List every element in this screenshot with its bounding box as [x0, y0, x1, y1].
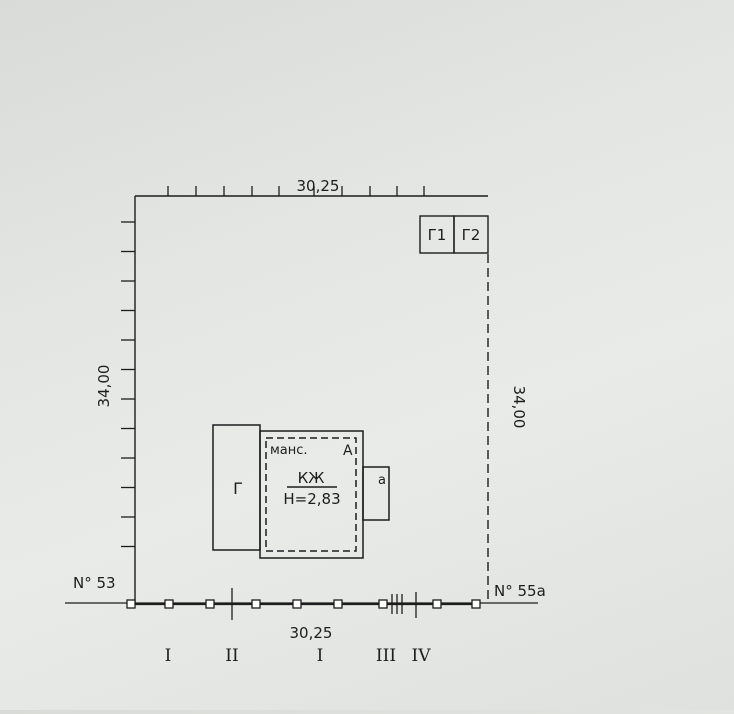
mansard-outline	[265, 437, 357, 552]
neighbor-right-label: N° 55а	[494, 582, 546, 600]
house-type-label: КЖ	[298, 469, 325, 487]
fence-segment-label: IV	[412, 646, 432, 666]
fence-marker	[292, 599, 302, 609]
porch-label: а	[378, 473, 386, 488]
house-height-label: Н=2,83	[283, 490, 340, 508]
outbuilding-g2-label: Г2	[462, 226, 481, 244]
fence-marker	[126, 599, 136, 609]
fence-segment-labels: I II I III IV	[165, 646, 432, 666]
outbuildings	[419, 215, 489, 254]
outbuilding-g1-label: Г1	[428, 226, 447, 244]
left-dimension-label: 34,00	[95, 365, 113, 408]
fence-marker	[164, 599, 174, 609]
plot-boundary	[134, 195, 489, 603]
top-ticks	[167, 186, 425, 196]
fence-posts	[231, 588, 417, 620]
fence-marker	[251, 599, 261, 609]
left-ticks	[121, 221, 135, 548]
fence-markers	[126, 599, 481, 609]
fence-marker	[432, 599, 442, 609]
outbuilding-g2	[453, 215, 489, 254]
top-dimension-label: 30,25	[297, 177, 340, 195]
fence-marker	[333, 599, 343, 609]
bottom-dimension-label: 30,25	[290, 624, 333, 642]
house	[212, 424, 390, 559]
mansard-label: манс.	[270, 443, 308, 458]
fence-segment-label: I	[317, 646, 324, 666]
fence-marker	[378, 599, 388, 609]
porch-block	[362, 466, 390, 521]
fence-segment-label: III	[376, 646, 396, 666]
garage-label: Г	[233, 479, 243, 498]
neighbor-left-label: N° 53	[73, 574, 116, 592]
fence-segment-label: II	[225, 646, 238, 666]
right-dimension-label: 34,00	[510, 386, 528, 429]
fence-marker	[471, 599, 481, 609]
fence-segment-label: I	[165, 646, 172, 666]
house-letter-label: А	[343, 443, 353, 459]
fence-marker	[205, 599, 215, 609]
